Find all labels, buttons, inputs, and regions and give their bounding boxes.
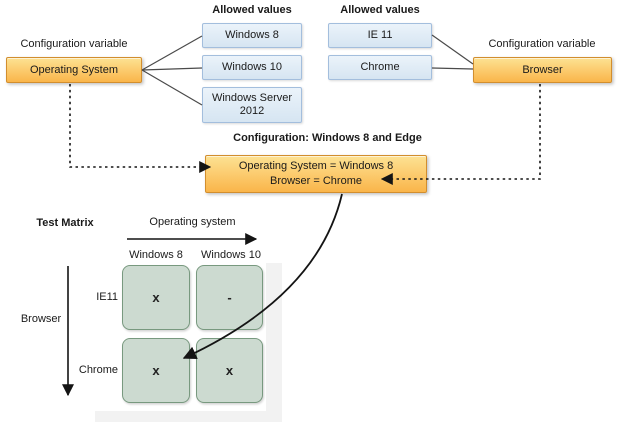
column-header-windows10: Windows 10 (201, 249, 261, 261)
connector-os-to-windows10 (141, 67, 203, 71)
matrix-cell-chrome-windows10: x (196, 338, 263, 403)
browser-variable-text: Browser (522, 64, 563, 76)
config-variable-label-right: Configuration variable (488, 38, 596, 50)
configuration-line1: Operating System = Windows 8 (238, 160, 394, 172)
connector-os-to-windows8 (141, 35, 203, 71)
matrix-cell-ie11-windows10: - (196, 265, 263, 330)
configuration-title: Configuration: Windows 8 and Edge (233, 132, 422, 144)
connector-chrome-to-browser (431, 67, 474, 70)
column-header-windows8: Windows 8 (129, 249, 183, 261)
os-value-windowsserver2012-text: Windows Server 2012 (211, 92, 293, 117)
row-header-chrome: Chrome (78, 364, 118, 376)
operating-system-variable-text: Operating System (29, 64, 119, 76)
matrix-cell-value: x (152, 290, 160, 305)
browser-value-ie11-box: IE 11 (328, 23, 432, 48)
browser-value-chrome-text: Chrome (360, 61, 400, 74)
configuration-box: Operating System = Windows 8 Browser = C… (205, 155, 427, 193)
x-axis-label: Operating system (149, 216, 236, 228)
config-variable-label-left: Configuration variable (20, 38, 128, 50)
y-axis-label: Browser (20, 313, 62, 325)
matrix-cell-ie11-windows8: x (122, 265, 190, 330)
configuration-line2: Browser = Chrome (269, 175, 362, 187)
browser-variable-box: Browser (473, 57, 612, 83)
matrix-cell-value: x (152, 363, 160, 378)
allowed-values-heading-os: Allowed values (212, 4, 292, 16)
os-value-windowsserver2012-box: Windows Server 2012 (202, 87, 302, 123)
dashed-arrow-os-to-configuration (69, 84, 212, 173)
connector-os-to-windowsserver2012 (141, 69, 203, 106)
browser-value-chrome-box: Chrome (328, 55, 432, 80)
matrix-cell-value: x (225, 363, 234, 378)
operating-system-variable-box: Operating System (6, 57, 142, 83)
connector-ie11-to-browser (431, 34, 474, 65)
test-matrix-title: Test Matrix (36, 217, 94, 229)
os-value-windows8-text: Windows 8 (225, 29, 279, 42)
row-header-ie11: IE11 (96, 291, 118, 303)
matrix-cell-value: - (227, 290, 232, 305)
browser-value-ie11-text: IE 11 (367, 29, 393, 42)
matrix-cell-chrome-windows8: x (122, 338, 190, 403)
os-value-windows10-box: Windows 10 (202, 55, 302, 80)
allowed-values-heading-browser: Allowed values (340, 4, 420, 16)
os-value-windows10-text: Windows 10 (222, 61, 282, 74)
os-value-windows8-box: Windows 8 (202, 23, 302, 48)
